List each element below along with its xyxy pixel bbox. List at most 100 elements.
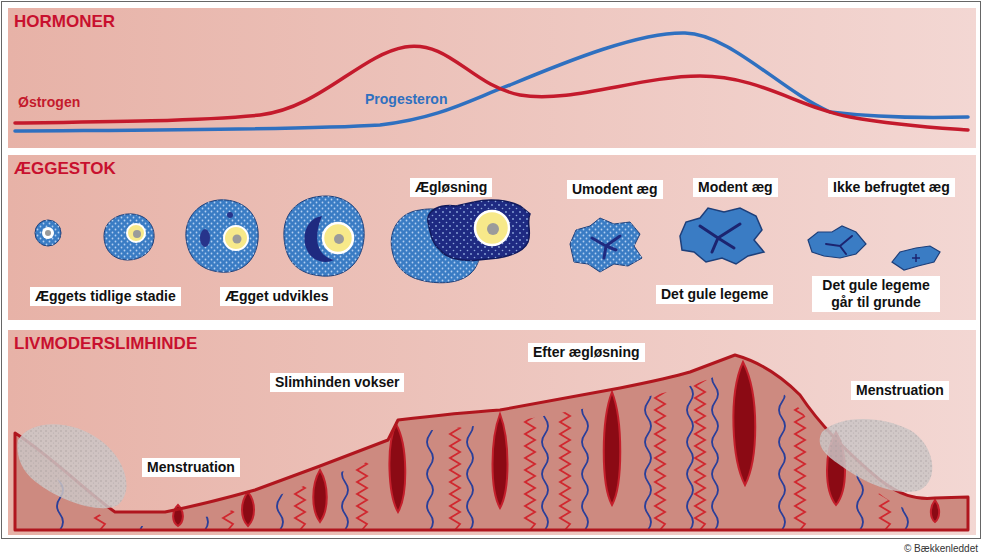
egg-cell — [233, 235, 242, 244]
egg-cell — [428, 200, 530, 261]
uterine-lining — [137, 338, 143, 530]
egg-cell — [487, 223, 499, 235]
uterine-lining — [467, 338, 473, 530]
stage-label: Modent æg — [698, 179, 773, 196]
egg-cell — [428, 200, 530, 261]
uterine-lining — [173, 362, 939, 526]
egg-cell — [227, 212, 233, 218]
uterine-lining — [779, 338, 785, 530]
uterine-lining — [687, 338, 693, 530]
uterine-lining — [357, 344, 367, 530]
label-box: Modent æg — [693, 178, 778, 197]
uterine-lining — [15, 355, 968, 530]
uterine-lining — [795, 344, 805, 530]
egg-cell — [35, 196, 940, 283]
label-box: Det gule legeme går til grunde — [812, 276, 940, 312]
section-heading: ÆGGESTOK — [14, 159, 116, 179]
egg-cell — [808, 226, 866, 258]
egg-cell — [133, 230, 141, 238]
uterine-lining — [242, 492, 254, 526]
stage-label: Æggets tidlige stadie — [35, 288, 176, 305]
uterine-lining — [313, 470, 327, 522]
egg-cell — [42, 227, 54, 239]
egg-cell — [104, 214, 154, 260]
uterine-lining — [712, 338, 718, 530]
hormone-curve — [15, 33, 968, 131]
stage-label: Ægløsning — [415, 179, 487, 196]
egg-cell — [570, 218, 642, 272]
menstrual-flow — [820, 419, 933, 492]
egg-cell — [284, 196, 364, 276]
uterine-lining — [295, 344, 305, 530]
stage-label: Ægget udvikles — [225, 288, 328, 305]
egg-cell — [592, 236, 620, 258]
label-box: Ægget udvikles — [220, 287, 333, 306]
egg-cell — [200, 229, 210, 247]
uterine-lining — [389, 424, 405, 512]
menstrual-flow — [17, 424, 126, 508]
egg-cell — [284, 196, 364, 276]
stage-label: Slimhinden vokser — [275, 374, 399, 391]
outer-frame — [2, 2, 981, 539]
uterine-lining — [695, 344, 705, 530]
uterine-lining — [57, 338, 908, 530]
curve-label: Progesteron — [365, 91, 447, 108]
section-ground — [8, 155, 976, 320]
stage-label: Menstruation — [856, 382, 944, 399]
label-box: Menstruation — [142, 458, 240, 477]
egg-cell — [700, 224, 740, 252]
label-box: Menstruation — [851, 381, 949, 400]
egg-cell — [912, 254, 920, 262]
uterine-lining — [655, 344, 665, 530]
label-box: Det gule legeme — [656, 285, 773, 304]
uterine-lining — [525, 344, 535, 530]
section-heading: LIVMODERSLIMHINDE — [14, 334, 197, 354]
stage-label: Efter ægløsning — [533, 344, 640, 361]
hormone-curve — [15, 33, 968, 131]
section-band: HORMONER — [8, 8, 976, 148]
uterine-lining — [15, 355, 968, 530]
uterine-lining — [733, 362, 755, 485]
egg-cell — [45, 230, 51, 236]
uterine-lining — [645, 338, 651, 530]
egg-cell — [892, 246, 940, 270]
egg-cell — [186, 200, 258, 272]
label-box: Efter ægløsning — [528, 343, 645, 362]
egg-cell — [680, 208, 764, 264]
uterine-lining — [542, 338, 548, 530]
uterine-lining — [931, 500, 939, 522]
menstrual-flow — [17, 419, 932, 508]
stage-label: Det gule legeme — [661, 286, 768, 303]
stage-label: Umodent æg — [572, 181, 658, 198]
egg-cell — [104, 214, 154, 260]
menstrual-flow — [820, 419, 933, 492]
label-box: Ægløsning — [410, 178, 492, 197]
uterine-lining — [450, 344, 460, 530]
hormone-curve — [15, 46, 968, 130]
section-ground — [8, 8, 976, 148]
egg-cell — [475, 211, 509, 245]
egg-cell — [224, 226, 248, 250]
uterine-lining — [342, 338, 348, 530]
menstrual-flow — [17, 424, 126, 508]
egg-cell — [570, 218, 642, 272]
curve-label: Østrogen — [18, 94, 80, 111]
uterine-lining — [493, 414, 508, 508]
stage-label: Menstruation — [147, 459, 235, 476]
uterine-lining — [277, 338, 283, 530]
label-box: Slimhinden vokser — [270, 373, 404, 392]
label-box: Umodent æg — [567, 180, 663, 199]
stage-label: Det gule legeme går til grunde — [817, 277, 935, 311]
copyright-note: © Bækkenleddet — [904, 542, 978, 555]
egg-cell — [35, 220, 61, 246]
uterine-lining — [223, 344, 233, 530]
egg-cell — [323, 223, 353, 253]
egg-cell — [334, 234, 344, 244]
egg-cell — [186, 200, 258, 272]
uterine-lining — [57, 338, 908, 530]
uterine-lining — [427, 338, 433, 530]
section-ground — [8, 330, 976, 535]
section-heading: HORMONER — [14, 12, 115, 32]
label-box: Ikke befrugtet æg — [828, 178, 955, 197]
